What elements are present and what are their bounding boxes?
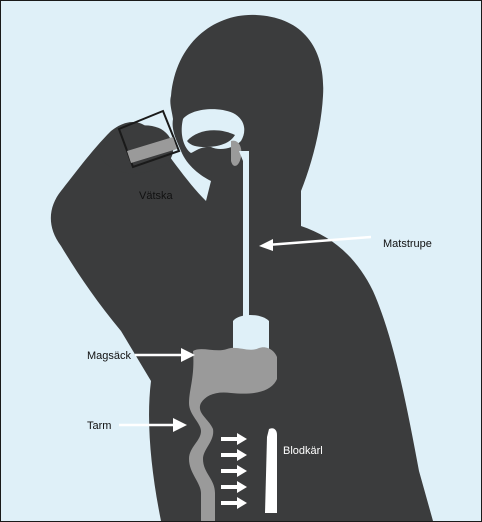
stomach-chamber [233,315,269,351]
label-liquid: Vätska [139,190,173,202]
label-stomach: Magsäck [87,350,131,362]
label-intestine: Tarm [87,420,111,432]
label-blood-vessel: Blodkärl [283,445,323,457]
label-esophagus: Matstrupe [383,238,432,250]
body-silhouette [51,15,433,521]
